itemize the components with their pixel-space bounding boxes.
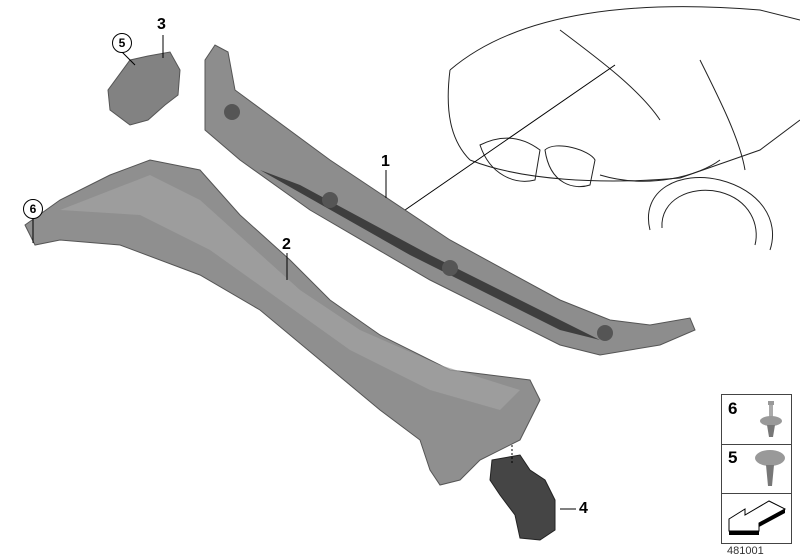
diagram-id-label: 481001 [727,545,764,557]
callout-4: 4 [579,500,588,517]
car-outline-illustration [447,6,800,251]
callout-1: 1 [381,153,390,170]
legend-item-6: 6 [722,395,791,445]
side-cover [107,51,181,126]
legend-item-arrow [722,493,791,543]
callout-2: 2 [282,236,291,253]
callout-3: 3 [157,16,166,33]
cowl-panel-upper [204,44,696,356]
circled-callout-5: 5 [112,33,132,53]
cowl-cover-lower [24,159,541,486]
fastener-legend: 6 5 [721,394,792,544]
push-rivet-icon [760,401,782,437]
expansion-rivet-icon [755,450,785,486]
air-duct [489,454,556,541]
leader-line-car [404,64,616,211]
circled-callout-6: 6 [23,199,43,219]
legend-item-5: 5 [722,444,791,494]
direction-arrow-icon [728,500,787,535]
